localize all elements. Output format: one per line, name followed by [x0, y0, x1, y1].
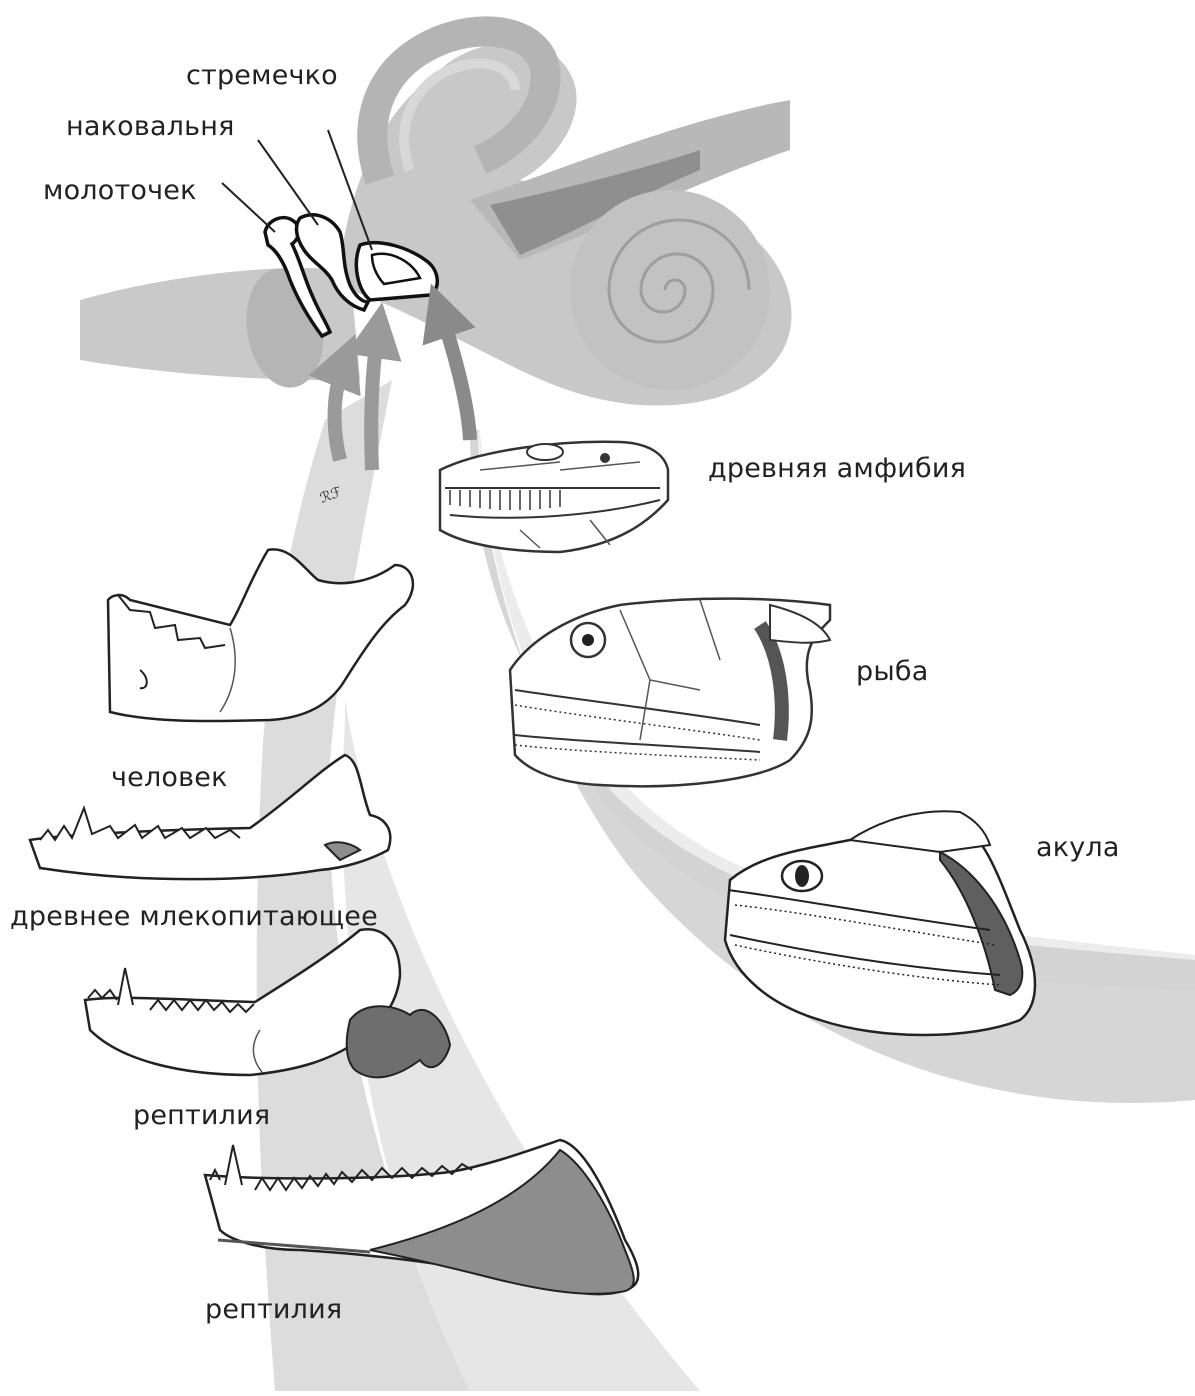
label-ancient-mammal: древнее млекопитающее	[10, 901, 378, 932]
amphibian-skull	[440, 442, 668, 552]
malleus-leader	[222, 183, 275, 232]
fish-skull	[510, 599, 830, 787]
human-jaw	[108, 549, 413, 721]
incus-leader	[258, 140, 318, 225]
label-fish: рыба	[856, 656, 928, 687]
label-incus: наковальня	[66, 111, 235, 142]
arrow-to-incus	[371, 330, 378, 470]
label-malleus: молоточек	[43, 175, 197, 206]
shark-skull	[725, 811, 1035, 1035]
label-human: человек	[111, 762, 228, 793]
label-shark: акула	[1036, 832, 1120, 863]
label-reptile-upper: рептилия	[133, 1100, 270, 1131]
label-ancient-amphibian: древняя амфибия	[708, 453, 966, 484]
label-stapes: стремечко	[186, 60, 338, 91]
label-reptile-lower: рептилия	[205, 1294, 342, 1325]
